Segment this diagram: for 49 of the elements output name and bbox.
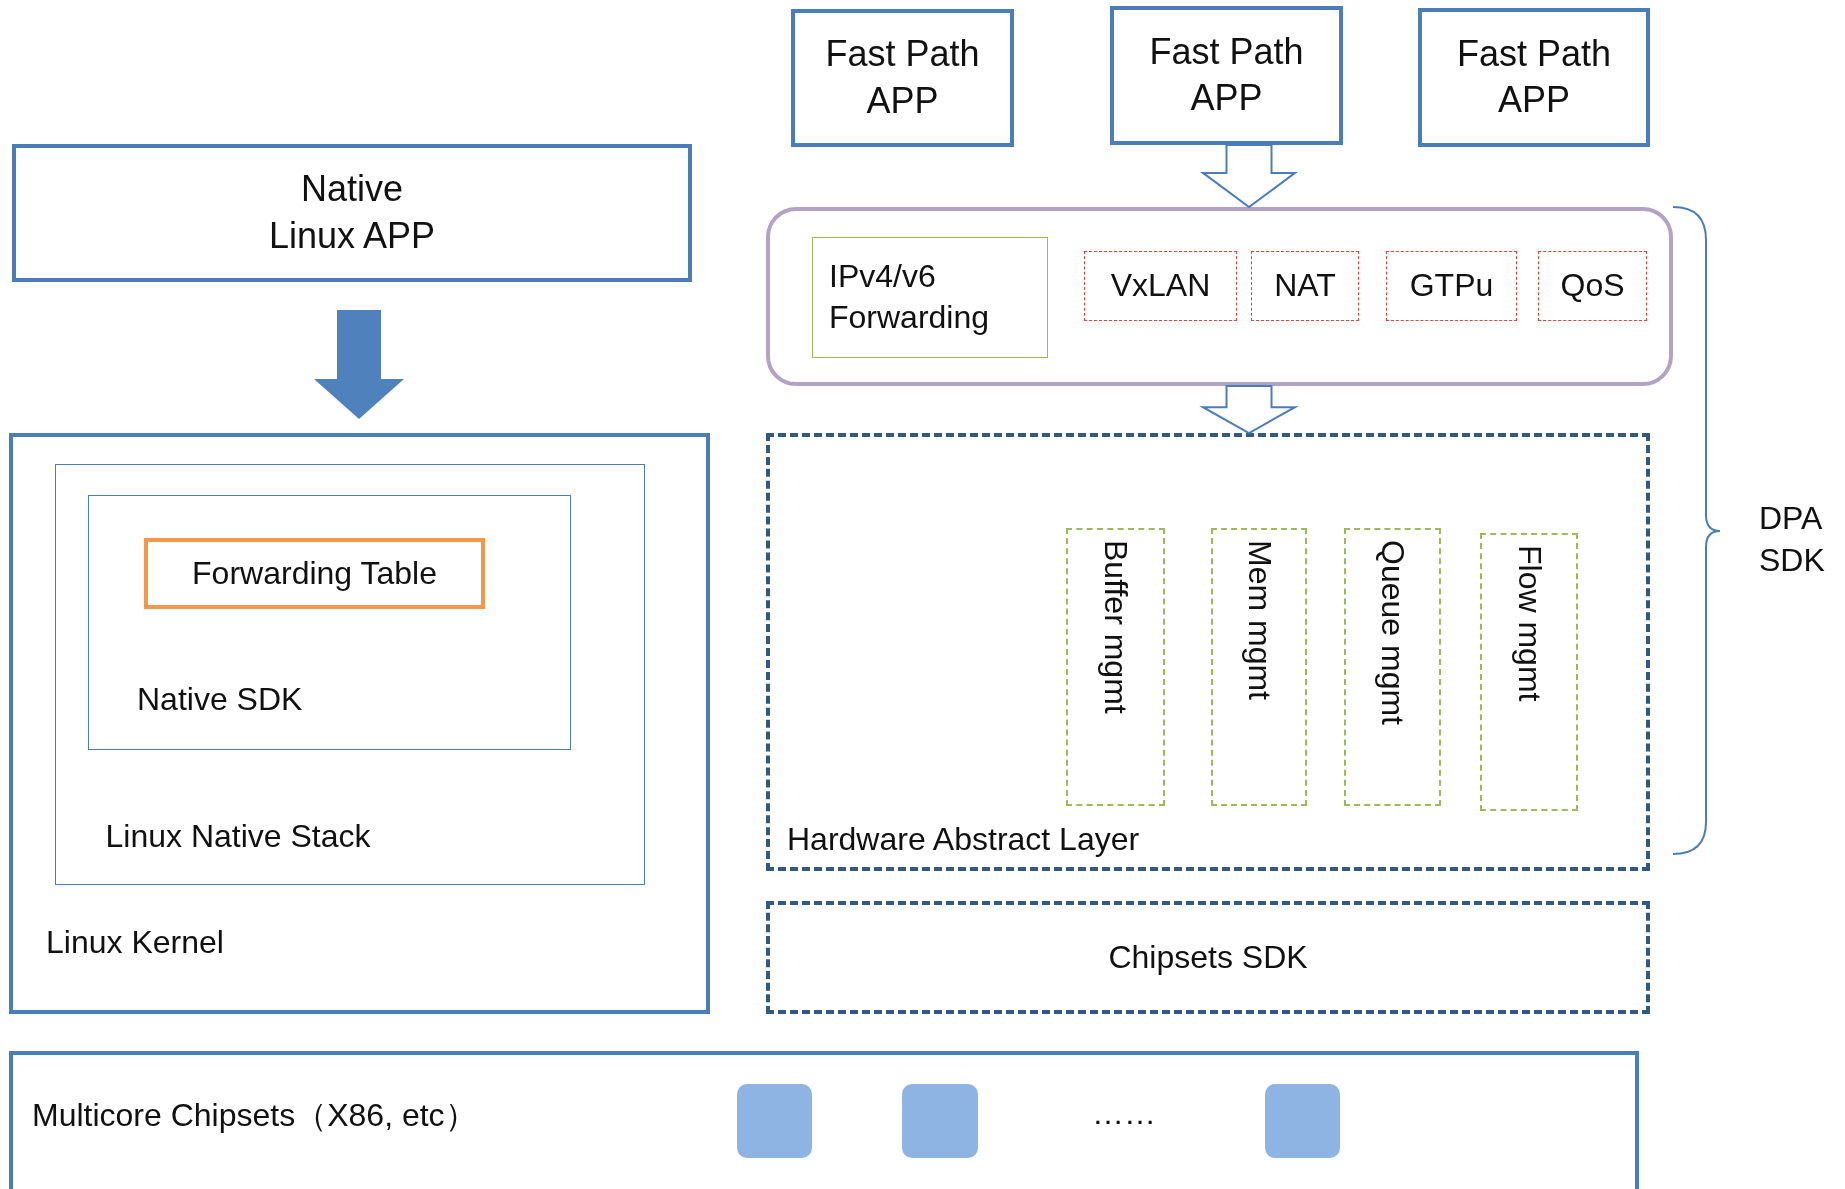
box-label: Fast Path APP — [1148, 29, 1305, 121]
module-box — [1386, 251, 1517, 321]
box-label: Buffer mgmt — [1097, 540, 1136, 714]
box-label: QoS — [1560, 266, 1625, 306]
app-box — [1418, 8, 1650, 147]
mgmt-box — [1480, 533, 1578, 811]
arrow — [1199, 144, 1299, 209]
arrow — [314, 310, 404, 419]
box-label: NAT — [1274, 266, 1336, 306]
module-box — [1084, 251, 1237, 321]
kernel-box — [9, 433, 710, 1014]
box-label: Fast Path APP — [824, 32, 981, 123]
box-label: GTPu — [1409, 266, 1494, 306]
module-box — [1251, 251, 1359, 321]
mgmt-box — [1066, 528, 1165, 806]
box-label: Linux Kernel — [46, 923, 224, 962]
box-label: Hardware Abstract Layer — [787, 820, 1140, 859]
box-label: Native SDK — [137, 680, 303, 719]
module-group-box — [766, 207, 1673, 386]
app-box — [1110, 6, 1343, 145]
box-label: Linux Native Stack — [105, 816, 371, 856]
layer-box — [766, 433, 1650, 871]
stack-box — [55, 464, 645, 885]
box-label: Mem mgmt — [1240, 540, 1279, 700]
module-box — [812, 237, 1048, 358]
chipset-box — [9, 1051, 1639, 1189]
module-box — [1538, 251, 1647, 321]
sdk-layer-box — [766, 901, 1650, 1014]
box-label: Flow mgmt — [1510, 545, 1549, 702]
sdk-box — [87, 494, 571, 750]
box-label: IPv4/v6 Forwarding — [829, 256, 991, 338]
box-label: Forwarding Table — [192, 553, 437, 593]
core-block — [1265, 1084, 1340, 1158]
mgmt-box — [1344, 528, 1441, 806]
core-block — [737, 1084, 812, 1158]
mgmt-box — [1211, 528, 1307, 806]
table-box — [144, 538, 485, 609]
box-label: Fast Path APP — [1455, 31, 1613, 123]
box-label: VxLAN — [1110, 266, 1211, 306]
box-label: Queue mgmt — [1374, 540, 1413, 725]
arrow — [1199, 385, 1299, 435]
box-label: Multicore Chipsets（X86, etc） — [32, 1096, 477, 1135]
ellipsis: …… — [1092, 1094, 1156, 1133]
app-box — [12, 144, 692, 282]
core-block — [902, 1084, 978, 1158]
box-label: Native Linux APP — [267, 167, 437, 258]
bracket-label: DPA SDK — [1759, 499, 1826, 580]
box-label: Chipsets SDK — [1108, 937, 1308, 977]
app-box — [791, 9, 1014, 147]
